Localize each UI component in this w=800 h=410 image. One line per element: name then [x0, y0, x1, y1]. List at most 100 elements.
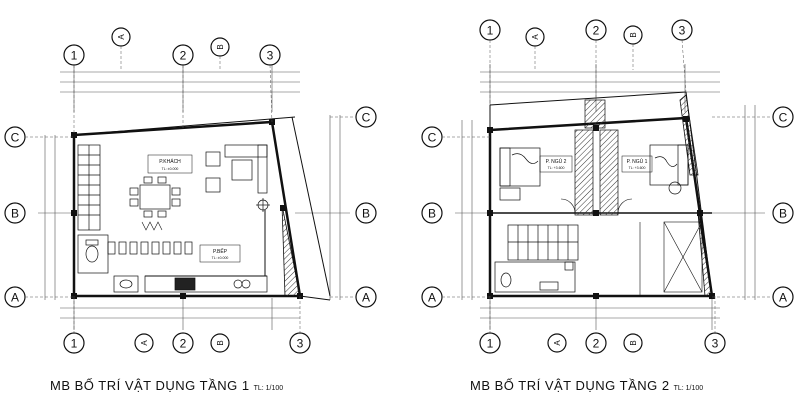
floor-plan-1: P.KHÁCH TL: ±0.000 P.BẾP TL: ±0.000 1 A …	[4, 27, 377, 354]
door-swings-2	[560, 198, 633, 214]
svg-text:2: 2	[593, 24, 600, 38]
wc-area-2	[494, 261, 576, 293]
svg-text:P. NGỦ 1: P. NGỦ 1	[627, 158, 648, 165]
bed-room-1	[649, 144, 689, 195]
svg-text:A: A	[117, 34, 126, 40]
svg-text:A: A	[779, 291, 787, 305]
grid-bubble: B	[4, 202, 26, 224]
room-label-bedroom-2: P. NGỦ 2 TL: +3.600	[539, 155, 573, 173]
grid-bubbles-left-2: C B A	[421, 126, 443, 308]
grid-bubble: 3	[704, 332, 726, 354]
svg-text:C: C	[428, 131, 437, 145]
grid-bubble: 2	[585, 19, 607, 41]
svg-text:B: B	[629, 32, 638, 37]
svg-text:B: B	[629, 340, 638, 345]
grid-bubble: A	[525, 27, 545, 47]
room-label-bedroom-1: P. NGỦ 1 TL: +3.600	[621, 155, 653, 173]
sofa-set-1	[205, 144, 270, 212]
svg-text:2: 2	[593, 337, 600, 351]
grid-bubble: B	[210, 37, 230, 57]
svg-text:C: C	[779, 111, 788, 125]
svg-text:A: A	[140, 340, 149, 346]
grid-bubbles-top-1: 1 A 2 B 3	[63, 27, 281, 66]
grid-bubble: C	[772, 106, 794, 128]
svg-text:P.KHÁCH: P.KHÁCH	[159, 158, 181, 165]
svg-text:A: A	[428, 291, 436, 305]
grid-bubble: B	[772, 202, 794, 224]
svg-text:1: 1	[71, 337, 78, 351]
svg-text:P.BẾP: P.BẾP	[213, 248, 228, 255]
plan-title-text: MB BỐ TRÍ VẬT DỤNG TẦNG 1	[50, 378, 250, 393]
svg-text:B: B	[779, 207, 787, 221]
staircase-2	[507, 224, 579, 261]
grid-bubble: A	[111, 27, 131, 47]
dimension-lines-bottom-1	[60, 298, 300, 330]
dimension-lines-side-1	[38, 115, 350, 300]
floor-plan-2: P. NGỦ 2 TL: +3.600 P. NGỦ 1 TL: +3.600	[421, 19, 794, 354]
svg-text:TL: +3.600: TL: +3.600	[548, 166, 565, 170]
svg-text:3: 3	[712, 337, 719, 351]
svg-text:B: B	[428, 207, 436, 221]
void-cross-2	[639, 221, 703, 296]
grid-bubbles-bottom-1: 1 A 2 B 3	[63, 332, 311, 354]
grid-bubble: A	[547, 333, 567, 353]
grid-bubble: A	[772, 286, 794, 308]
grid-bubble: 3	[289, 332, 311, 354]
grid-bubble: A	[355, 286, 377, 308]
dimension-lines-top-1	[60, 64, 300, 112]
svg-text:B: B	[216, 340, 225, 345]
hatched-wall-wedge-3	[697, 212, 713, 297]
grid-bubble: A	[134, 333, 154, 353]
hatched-wall-wedge-1	[281, 204, 301, 297]
svg-text:A: A	[11, 291, 19, 305]
interior-wall-1	[145, 210, 267, 277]
partition-blocks-1	[107, 241, 193, 255]
room-label-living-1: P.KHÁCH TL: ±0.000	[147, 154, 193, 174]
grid-bubbles-right-1: C B A	[355, 106, 377, 308]
svg-text:2: 2	[180, 49, 187, 63]
svg-text:B: B	[11, 207, 19, 221]
grid-leaders-2	[442, 39, 773, 333]
dining-table-1	[129, 176, 181, 218]
grid-bubble: 1	[479, 332, 501, 354]
grid-bubble: 2	[585, 332, 607, 354]
svg-text:A: A	[362, 291, 370, 305]
grid-bubble: 3	[259, 44, 281, 66]
wardrobe-hatching-2	[574, 99, 619, 216]
kitchen-counter-1	[113, 275, 268, 293]
svg-text:3: 3	[679, 24, 686, 38]
plant-1	[141, 221, 163, 231]
grid-bubble: B	[623, 25, 643, 45]
svg-text:TL: +3.600: TL: +3.600	[629, 166, 646, 170]
room-label-kitchen-1: P.BẾP TL: ±0.000	[199, 244, 241, 263]
svg-text:A: A	[531, 34, 540, 40]
svg-text:C: C	[11, 131, 20, 145]
staircase-1	[77, 144, 101, 231]
grid-bubble: B	[210, 333, 230, 353]
svg-text:P. NGỦ 2: P. NGỦ 2	[546, 158, 567, 165]
svg-text:B: B	[216, 44, 225, 49]
plan-title-text: MB BỐ TRÍ VẬT DỤNG TẦNG 2	[470, 378, 670, 393]
grid-bubble: C	[4, 126, 26, 148]
svg-text:1: 1	[487, 24, 494, 38]
svg-text:3: 3	[267, 49, 274, 63]
dimension-lines-side-2	[455, 105, 765, 300]
hatched-wall-wedge-2	[679, 94, 699, 176]
svg-text:C: C	[362, 111, 371, 125]
grid-bubbles-right-2: C B A	[772, 106, 794, 308]
grid-bubble: 3	[671, 19, 693, 41]
bed-room-2	[499, 147, 541, 201]
plan-scale-text: TL: 1/100	[673, 385, 704, 392]
grid-bubble: 2	[172, 332, 194, 354]
dimension-lines-bottom-2	[480, 298, 720, 330]
grid-bubble: B	[355, 202, 377, 224]
plan-scale-text: TL: 1/100	[253, 385, 284, 392]
svg-text:TL: ±0.000: TL: ±0.000	[162, 167, 179, 171]
grid-bubble: B	[623, 333, 643, 353]
svg-text:3: 3	[297, 337, 304, 351]
svg-text:1: 1	[71, 49, 78, 63]
grid-bubble: 2	[172, 44, 194, 66]
grid-bubble: 1	[63, 332, 85, 354]
